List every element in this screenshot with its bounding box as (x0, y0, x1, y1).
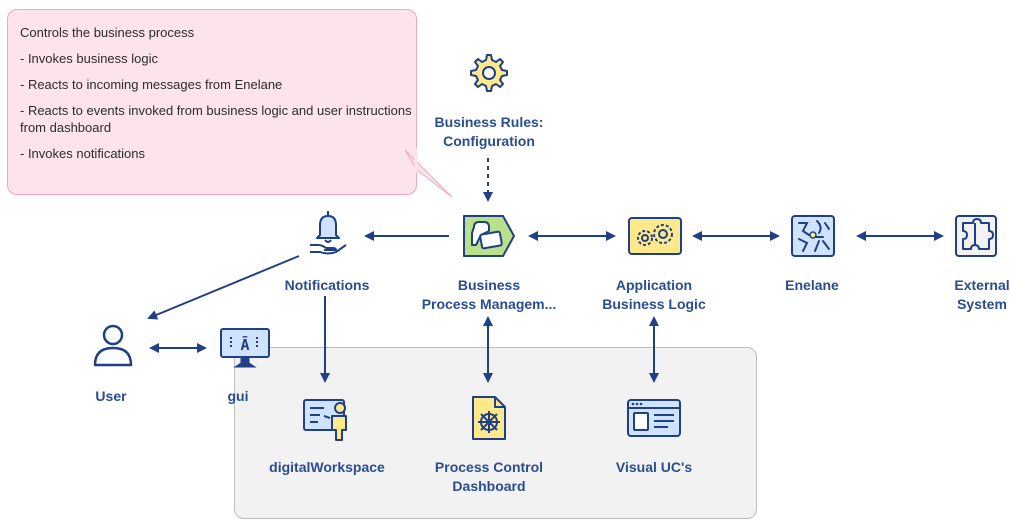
monitor-icon[interactable]: Ā (219, 327, 271, 369)
gear-icon[interactable] (468, 52, 510, 94)
callout-line: - Reacts to events invoked from business… (20, 103, 412, 135)
presentation-icon[interactable] (302, 396, 354, 442)
business-rules-label: Business Rules: Configuration (434, 114, 544, 149)
dashboard-label: Process Control Dashboard (434, 459, 544, 494)
user-label: User (95, 388, 127, 404)
callout-line: - Invokes notifications (20, 146, 146, 161)
process-puzzle-icon[interactable] (461, 213, 517, 259)
bell-hand-icon[interactable] (306, 207, 350, 257)
description-callout: Controls the business process - Invokes … (7, 9, 417, 195)
gui-label: gui (227, 388, 249, 404)
enelane-label: Enelane (785, 277, 839, 293)
network-map-icon[interactable] (789, 213, 837, 259)
visual-uc-label: Visual UC's (615, 459, 693, 475)
svg-text:Ā: Ā (240, 334, 249, 354)
person-icon[interactable] (90, 322, 136, 368)
document-wheel-icon[interactable] (470, 394, 508, 442)
external-system-label: External System (954, 277, 1010, 312)
arrow-notifications-to-user (147, 255, 300, 320)
browser-window-icon[interactable] (626, 398, 682, 438)
callout-line: - Reacts to incoming messages from Enela… (20, 77, 283, 92)
app-logic-label: Application Business Logic (602, 277, 706, 312)
callout-line: - Invokes business logic (20, 51, 159, 66)
bpm-label: Business Process Managem... (421, 277, 557, 312)
callout-line: Controls the business process (20, 25, 195, 40)
puzzle-icon[interactable] (953, 213, 999, 259)
gears-icon[interactable] (627, 216, 683, 256)
digital-workspace-label: digitalWorkspace (269, 459, 385, 475)
notifications-label: Notifications (284, 277, 370, 293)
